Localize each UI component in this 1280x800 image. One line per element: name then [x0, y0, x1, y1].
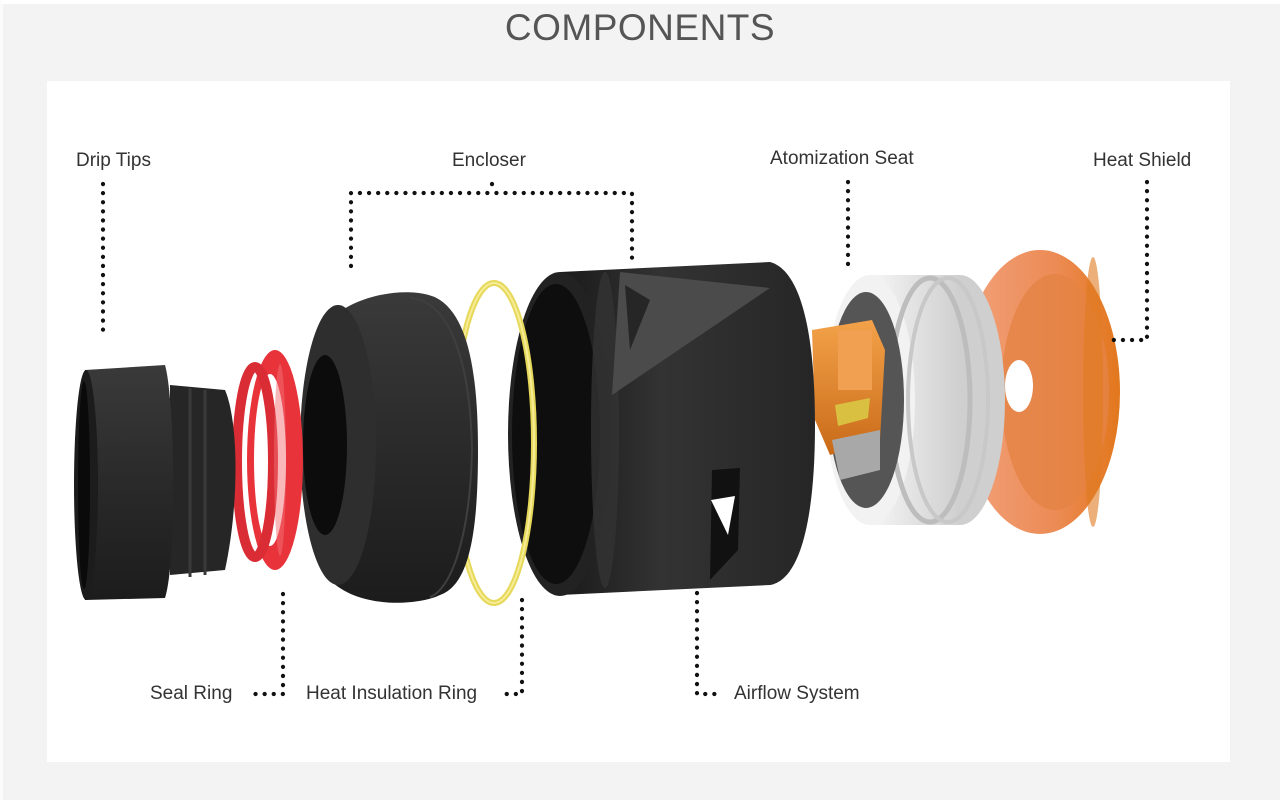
leader-heat-insulation-ring [501, 597, 525, 697]
atomization-seat-part [812, 275, 1005, 525]
label-heat-insulation-ring: Heat Insulation Ring [306, 683, 478, 704]
leader-heat-shield [1107, 179, 1150, 343]
leader-airflow-system [694, 590, 721, 697]
label-encloser: Encloser [452, 150, 526, 171]
label-atomization-seat: Atomization Seat [770, 148, 914, 169]
label-airflow-system: Airflow System [734, 683, 860, 704]
encloser-base-part [300, 292, 478, 603]
encloser-part [508, 262, 815, 596]
heat-shield-part [960, 250, 1120, 534]
label-seal-ring: Seal Ring [150, 683, 233, 704]
leader-lines [100, 179, 1150, 697]
drip-tip-part [74, 365, 236, 600]
seal-ring-part [232, 350, 303, 570]
page-title: COMPONENTS [504, 7, 776, 48]
leader-encloser [348, 190, 635, 269]
label-heat-shield: Heat Shield [1093, 150, 1192, 171]
label-drip-tips: Drip Tips [76, 150, 151, 171]
leader-seal-ring [247, 591, 286, 697]
